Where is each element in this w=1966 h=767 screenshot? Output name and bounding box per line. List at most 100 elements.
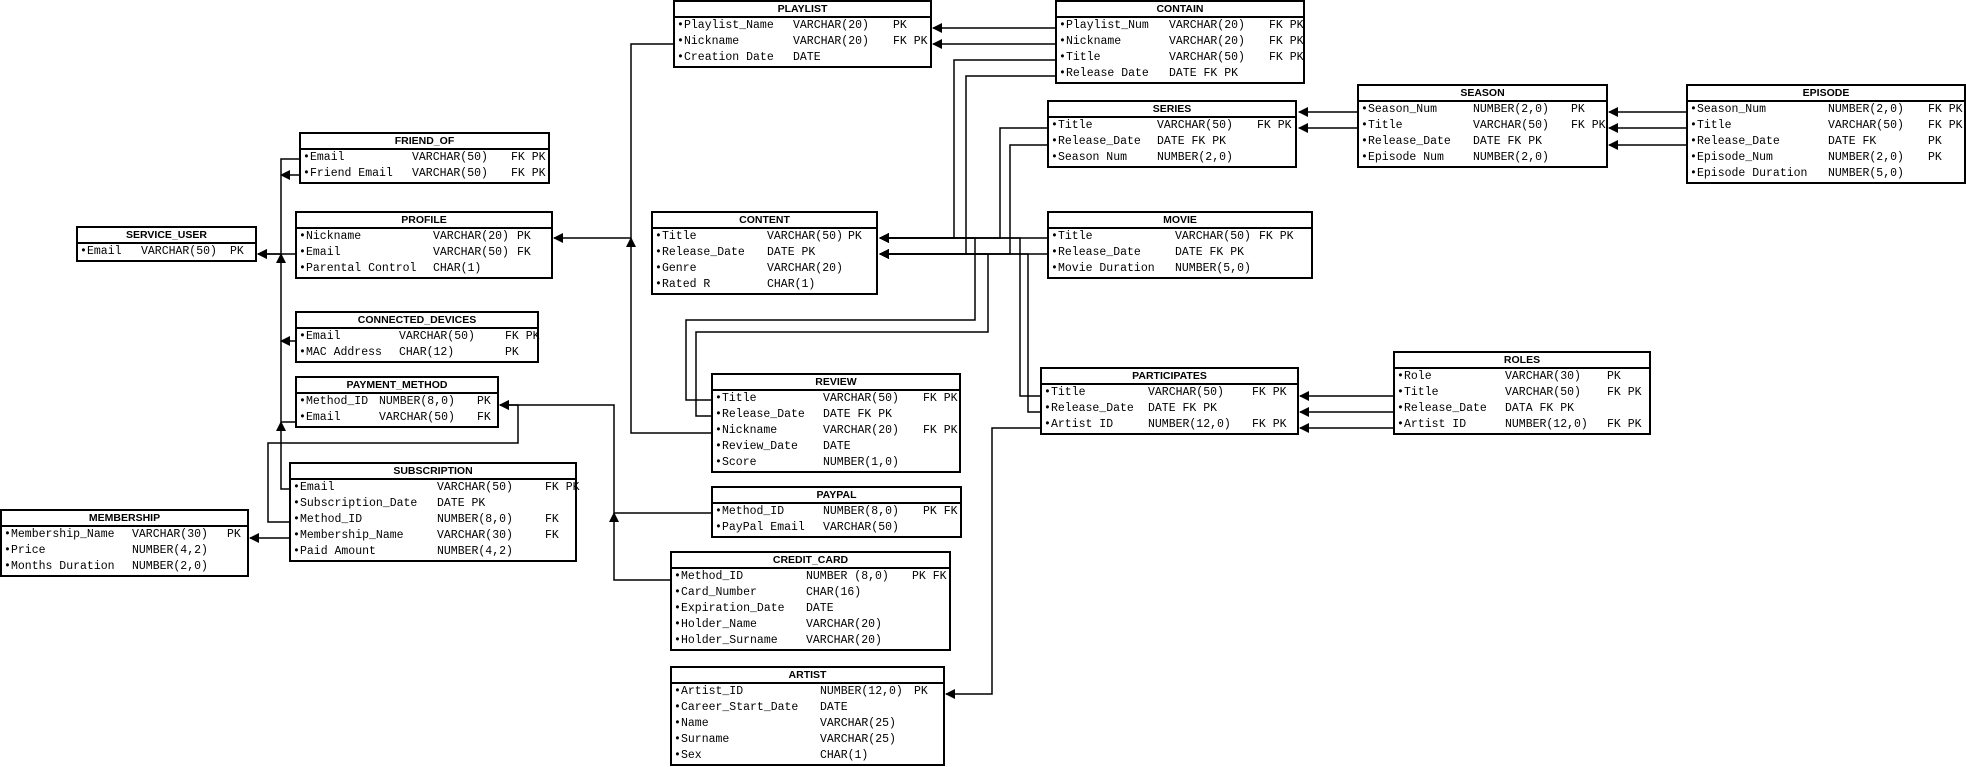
attribute-name: Career_Start_Date [681,701,799,714]
attribute-name: Title [1697,119,1732,132]
attribute-name: Nickname [684,35,740,48]
attribute-name: Paid Amount [300,545,376,558]
attribute-type: DATE [820,701,848,714]
entity-title: CREDIT_CARD [672,553,949,569]
attribute-type: DATE [823,440,851,453]
entity-title: CONNECTED_DEVICES [297,313,537,329]
entity-title: PLAYLIST [675,2,930,18]
attribute-name: Movie Duration [1058,262,1155,275]
attribute-keys: FK PK [511,151,546,164]
attribute-type: DATE PK [767,246,816,259]
attribute-row: •Subscription_Date DATE PK [291,496,575,512]
bullet-icon: • [715,521,722,534]
attribute-name: Email [87,245,122,258]
attribute-type: DATE FK PK [1148,402,1218,415]
attribute-name: Membership_Name [300,529,404,542]
attribute-keys: FK PK [923,392,958,405]
bullet-icon: • [293,529,300,542]
attribute-keys: FK PK [923,424,958,437]
attribute-type: NUMBER(2,0) [1473,103,1549,116]
attribute-name: Season_Num [1697,103,1767,116]
bullet-icon: • [655,230,662,243]
attribute-keys: FK PK [1252,418,1287,431]
attribute-type: VARCHAR(20) [1169,35,1245,48]
bullet-icon: • [1690,119,1697,132]
attribute-type: DATE [793,51,821,64]
attribute-keys: FK PK [1928,103,1963,116]
attribute-name: Artist ID [1404,418,1467,431]
attribute-keys: FK PK [505,330,540,343]
attribute-name: Expiration_Date [681,602,785,615]
attribute-name: Subscription_Date [300,497,418,510]
attribute-name: Method_ID [300,513,363,526]
attribute-name: MAC Address [306,346,382,359]
attribute-name: Artist_ID [681,685,744,698]
attribute-type: NUMBER(1,0) [823,456,899,469]
entity-title: EPISODE [1688,86,1964,102]
bullet-icon: • [293,513,300,526]
attribute-name: Release_Date [1368,135,1451,148]
attribute-name: Score [722,456,757,469]
attribute-name: Surname [681,733,730,746]
attribute-type: DATE PK [437,497,486,510]
attribute-name: Release_Date [722,408,805,421]
bullet-icon: • [293,497,300,510]
bullet-icon: • [293,545,300,558]
attribute-type: NUMBER(12,0) [1148,418,1231,431]
attribute-name: Months Duration [11,560,115,573]
entity-title: SUBSCRIPTION [291,464,575,480]
entity-title: ARTIST [672,668,943,684]
attribute-keys: PK [1571,103,1585,116]
attribute-type: CHAR(1) [820,749,869,762]
attribute-name: Title [1051,386,1086,399]
bullet-icon: • [4,544,11,557]
attribute-name: Release Date [1066,67,1149,80]
attribute-name: Email [306,246,341,259]
bullet-icon: • [655,278,662,291]
attribute-keys: PK [914,685,928,698]
attribute-type: NUMBER(2,0) [132,560,208,573]
attribute-keys: FK PK [1259,230,1294,243]
entity-title: SERVICE_USER [78,228,255,244]
attribute-type: NUMBER(4,2) [437,545,513,558]
bullet-icon: • [674,749,681,762]
attribute-type: VARCHAR(50) [1505,386,1581,399]
bullet-icon: • [1059,35,1066,48]
attribute-type: NUMBER(8,0) [823,505,899,518]
attribute-keys: PK [227,528,241,541]
relationship-connector [609,512,670,581]
entity-artist: ARTIST • Artist_ID NUMBER(12,0) PK • Career_St… [670,666,945,766]
bullet-icon: • [1044,386,1051,399]
attribute-name: Season_Num [1368,103,1438,116]
attribute-type: DATE FK PK [1175,246,1245,259]
attribute-name: Release_Date [662,246,745,259]
attribute-name: Artist ID [1051,418,1114,431]
bullet-icon: • [674,733,681,746]
bullet-icon: • [674,618,681,631]
attribute-type: NUMBER(12,0) [820,685,903,698]
attribute-type: VARCHAR(20) [1169,19,1245,32]
attribute-name: Email [310,151,345,164]
